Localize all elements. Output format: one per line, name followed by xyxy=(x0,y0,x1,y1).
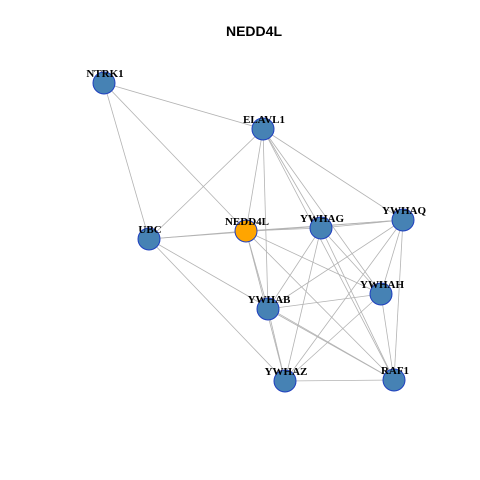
node-label-ywhah: YWHAH xyxy=(360,279,404,291)
node-label-ywhaq: YWHAQ xyxy=(382,205,426,217)
edge-ywhah-raf1 xyxy=(380,293,395,381)
edge-ywhaq-ywhab xyxy=(267,219,404,310)
edge-elavl1-raf1 xyxy=(262,128,395,381)
edge-elavl1-nedd4l xyxy=(245,128,264,232)
edge-nedd4l-raf1 xyxy=(245,230,395,381)
edge-elavl1-ubc xyxy=(148,128,264,240)
node-label-ywhag: YWHAG xyxy=(300,213,344,225)
edge-ywhaq-raf1 xyxy=(393,219,404,381)
edge-ntrk1-elavl1 xyxy=(103,82,264,130)
node-ywhag[interactable] xyxy=(309,216,333,240)
node-nedd4l[interactable] xyxy=(234,219,258,243)
edge-ywhag-ywhaq xyxy=(320,219,404,229)
node-label-ywhaz: YWHAZ xyxy=(265,366,308,378)
edge-ywhag-ywhah xyxy=(320,227,382,295)
edge-elavl1-ywhab xyxy=(262,128,269,310)
edge-ywhah-ywhab xyxy=(267,293,382,310)
node-label-raf1: RAF1 xyxy=(381,365,409,377)
edge-ywhab-ywhaz xyxy=(267,308,286,382)
node-ubc[interactable] xyxy=(137,227,161,251)
node-raf1[interactable] xyxy=(382,368,406,392)
node-label-elavl1: ELAVL1 xyxy=(243,114,285,126)
node-layer xyxy=(92,71,415,393)
edge-ywhah-ywhaz xyxy=(284,293,382,382)
node-ywhah[interactable] xyxy=(369,282,393,306)
edge-ntrk1-nedd4l xyxy=(103,82,247,232)
node-elavl1[interactable] xyxy=(251,117,275,141)
node-label-nedd4l: NEDD4L xyxy=(225,216,269,228)
edge-elavl1-ywhag xyxy=(262,128,322,229)
edge-ntrk1-ubc xyxy=(103,82,150,240)
edge-ywhaq-ywhaz xyxy=(284,219,404,382)
node-ywhaq[interactable] xyxy=(391,208,415,232)
edge-elavl1-ywhah xyxy=(262,128,382,295)
edge-ywhab-raf1 xyxy=(267,308,395,381)
node-ywhab[interactable] xyxy=(256,297,280,321)
node-ntrk1[interactable] xyxy=(92,71,116,95)
chart-title: NEDD4L xyxy=(226,23,282,39)
edge-ywhag-ywhab xyxy=(267,227,322,310)
node-label-ubc: UBC xyxy=(138,224,161,236)
edge-elavl1-ywhaq xyxy=(262,128,404,221)
edge-nedd4l-ywhah xyxy=(245,230,382,295)
node-label-ntrk1: NTRK1 xyxy=(86,68,123,80)
node-ywhaz[interactable] xyxy=(273,369,297,393)
edge-ywhaz-raf1 xyxy=(284,379,395,382)
edge-ywhaq-ywhah xyxy=(380,219,404,295)
node-label-ywhab: YWHAB xyxy=(248,294,291,306)
edge-ubc-ywhaz xyxy=(148,238,286,382)
edge-ywhag-raf1 xyxy=(320,227,395,381)
